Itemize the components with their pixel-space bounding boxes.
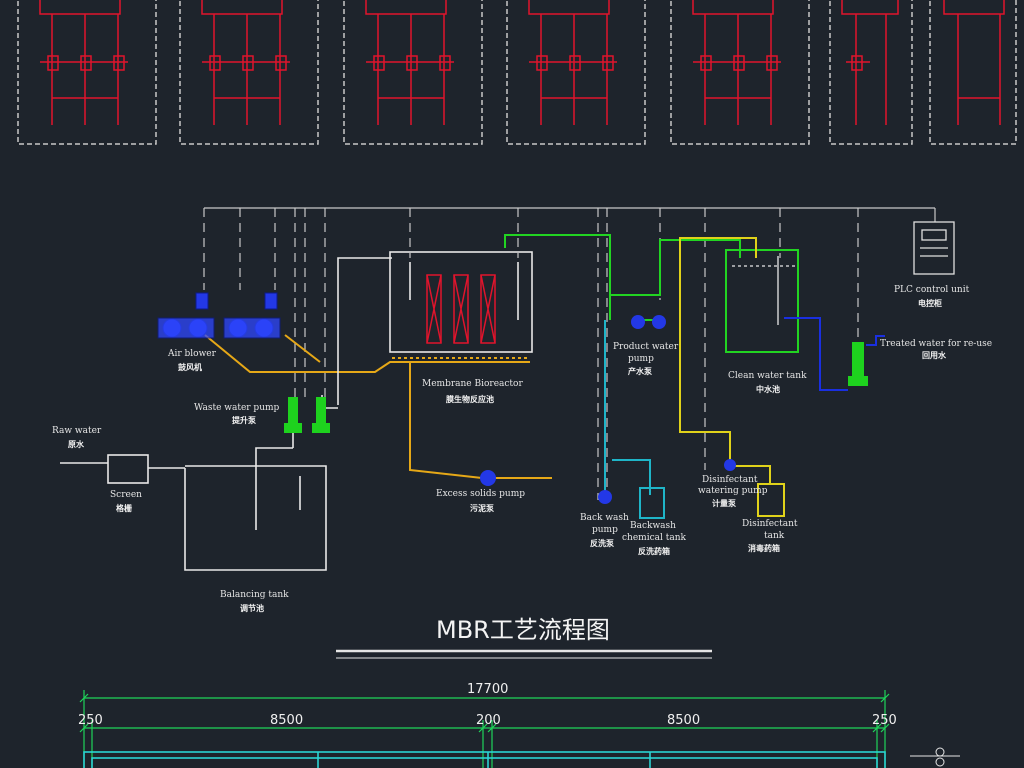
diagram-title: MBR工艺流程图 xyxy=(436,616,610,644)
panel-4 xyxy=(506,0,646,145)
dimension-left-span: 8500 xyxy=(270,713,303,728)
backwash-pipes xyxy=(604,320,665,519)
air-blower-cn-label: 鼓风机 xyxy=(178,362,202,372)
disinfectant-tank-label: Disinfectant xyxy=(742,519,798,529)
raw-water-label: Raw water xyxy=(52,426,102,436)
product-water-pump-label: Product water xyxy=(613,342,679,352)
clean-water-tank-cn-label: 中水池 xyxy=(756,384,780,394)
dimension-block: 17700 250 8500 200 8500 250 xyxy=(78,682,960,768)
air-blower-icon xyxy=(157,292,281,339)
product-water-pump-cn-label: 产水泵 xyxy=(628,366,652,376)
dimension-total: 17700 xyxy=(467,682,508,697)
screen-cn-label: 格栅 xyxy=(116,503,132,513)
waste-water-pump-label: Waste water pump xyxy=(194,403,280,413)
product-water-pump-label-2: pump xyxy=(628,354,654,364)
balancing-tank-label: Balancing tank xyxy=(220,590,289,600)
raw-water-cn-label: 原水 xyxy=(68,439,85,449)
backwash-pump-label: Back wash xyxy=(580,513,629,523)
plc-control-unit-cn-label: 电控柜 xyxy=(918,298,942,308)
panel-7 xyxy=(929,0,1017,145)
backwash-chemical-tank-label: Backwash xyxy=(630,521,676,531)
treated-water-pipes xyxy=(784,317,885,391)
membrane-bioreactor-label: Membrane Bioreactor xyxy=(422,379,523,389)
treated-water-pump-icon xyxy=(848,342,868,386)
disinfectant-pump-label: Disinfectant xyxy=(702,475,758,485)
treated-water-cn-label: 回用水 xyxy=(922,350,947,360)
excess-solids-pump-icon xyxy=(480,470,496,486)
dimension-right-margin: 250 xyxy=(872,713,897,728)
disinfectant-tank-label-2: tank xyxy=(764,531,785,541)
waste-water-pump-cn-label: 提升泵 xyxy=(232,415,256,425)
dimension-middle: 200 xyxy=(476,713,501,728)
plc-control-unit-label: PLC control unit xyxy=(894,285,970,295)
disinfectant-pump-icon xyxy=(724,459,736,471)
plc-cabinet-icon xyxy=(913,221,955,275)
clean-water-tank-level xyxy=(732,256,795,325)
treated-water-label: Treated water for re-use xyxy=(880,339,992,349)
air-blower-label: Air blower xyxy=(167,349,217,359)
disinfectant-tank-cn-label: 消毒药箱 xyxy=(748,543,780,553)
disinfectant-pump-cn-label: 计量泵 xyxy=(712,498,736,508)
labels: Raw water 原水 Screen 格栅 Balancing tank 调节… xyxy=(52,285,992,613)
panel-3 xyxy=(343,0,483,145)
dimension-left-margin: 250 xyxy=(78,713,103,728)
disinfectant-pump-label-2: watering pump xyxy=(698,486,768,496)
air-pipes xyxy=(204,334,552,479)
membrane-modules xyxy=(426,274,496,344)
product-water-pump-icon xyxy=(631,315,666,329)
equipment xyxy=(157,221,955,504)
dimension-right-span: 8500 xyxy=(667,713,700,728)
screen-label: Screen xyxy=(110,490,142,500)
backwash-pump-icon xyxy=(598,490,612,504)
backwash-chemical-tank-cn-label: 反洗药箱 xyxy=(638,546,670,556)
disinfectant-pipes xyxy=(679,237,785,517)
panel-5 xyxy=(670,0,810,145)
membrane-bioreactor-cn-label: 膜生物反应池 xyxy=(446,394,494,404)
backwash-pump-label-2: pump xyxy=(592,525,618,535)
balancing-tank-cn-label: 调节池 xyxy=(240,603,264,613)
panel-6 xyxy=(829,0,913,145)
electrical-panels xyxy=(17,0,1017,145)
excess-solids-pump-label: Excess solids pump xyxy=(436,489,525,499)
water-pipes xyxy=(60,251,533,571)
clean-water-tank-label: Clean water tank xyxy=(728,371,807,381)
title-block: MBR工艺流程图 xyxy=(336,616,712,659)
panel-1 xyxy=(17,0,157,145)
panel-2 xyxy=(179,0,319,145)
product-water-pipes xyxy=(504,234,799,353)
backwash-pump-cn-label: 反洗泵 xyxy=(590,538,614,548)
control-lines xyxy=(203,207,936,500)
waste-water-pump-icon xyxy=(284,397,330,433)
excess-solids-pump-cn-label: 污泥泵 xyxy=(470,503,494,513)
backwash-chemical-tank-label-2: chemical tank xyxy=(622,533,687,543)
